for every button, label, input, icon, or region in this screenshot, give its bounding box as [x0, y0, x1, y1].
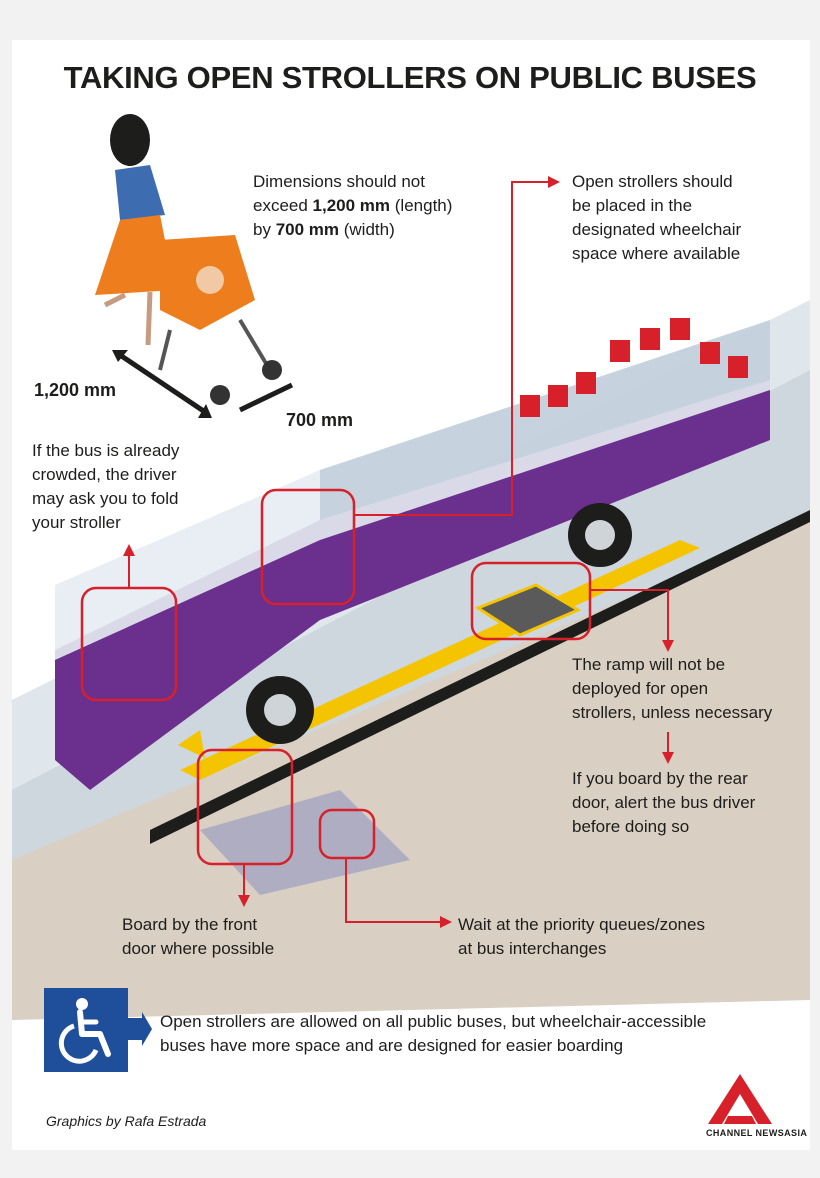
callout-wheelchair-space: Open strollers should be placed in the d…: [572, 170, 741, 266]
callout-line: before doing so: [572, 817, 690, 836]
callout-front-door: Board by the front door where possible: [122, 913, 274, 961]
callout-line: strollers, unless necessary: [572, 703, 773, 722]
length-label: 1,200 mm: [34, 380, 117, 400]
length-suffix: (length): [390, 196, 453, 215]
dimensions-text: Dimensions should not exceed 1,200 mm (l…: [253, 170, 452, 242]
callout-line: may ask you to fold: [32, 489, 179, 508]
callout-rear-door: If you board by the rear door, alert the…: [572, 767, 755, 839]
dimensions-by: by: [253, 220, 276, 239]
logo-text: CHANNEL NEWSASIA: [706, 1128, 808, 1138]
queue-connector: [345, 858, 440, 923]
ramp-frame: [470, 561, 592, 641]
footer-note: Open strollers are allowed on all public…: [160, 1010, 706, 1058]
dimensions-line-1: Dimensions should not: [253, 172, 425, 191]
callout-line: If you board by the rear: [572, 769, 748, 788]
bus-seats: [520, 318, 748, 417]
length-arrow-head-left: [112, 350, 128, 362]
kerb-edge: [150, 510, 810, 844]
priority-queue-zone: [200, 790, 410, 895]
wheelchair-icon: [44, 988, 128, 1072]
callout-line: Board by the front: [122, 915, 258, 934]
bus-interior-floor: [320, 320, 770, 520]
callout-connectors: [128, 181, 669, 923]
callout-line: If the bus is already: [32, 441, 180, 460]
bus-rear-hub: [585, 520, 615, 550]
width-value: 700 mm: [275, 220, 340, 239]
dimensions-line-2: exceed 1,200 mm (length): [253, 194, 452, 218]
callout-line: deployed for open: [572, 679, 709, 698]
callout-arrowheads: [123, 176, 674, 928]
wheelchair-space-frame: [260, 488, 356, 606]
length-dimension-arrow: [118, 352, 207, 415]
dimensions-line-3: by 700 mm (width): [253, 218, 452, 242]
callout-priority-queue: Wait at the priority queues/zones at bus…: [458, 913, 705, 961]
bus-front-hub: [264, 694, 296, 726]
callout-line: your stroller: [32, 513, 121, 532]
callout-ramp: The ramp will not be deployed for open s…: [572, 653, 772, 725]
callout-line: crowded, the driver: [32, 465, 177, 484]
callout-line: door, alert the bus driver: [572, 793, 756, 812]
mother-with-stroller-figure: [95, 114, 282, 405]
callout-line: The ramp will not be: [572, 655, 726, 674]
wheelchair-connector: [354, 181, 548, 516]
pavement: [12, 520, 810, 1020]
callout-line: door where possible: [122, 939, 275, 958]
callout-line: at bus interchanges: [458, 939, 607, 958]
width-dimension-arrow: [238, 382, 294, 413]
callout-line: be placed in the: [572, 196, 693, 215]
callout-crowded: If the bus is already crowded, the drive…: [32, 439, 179, 535]
length-value: 1,200 mm: [312, 196, 391, 215]
footer-note-line: buses have more space and are designed f…: [160, 1036, 624, 1055]
front-door-yellow-arrow: [178, 730, 205, 758]
callout-line: space where available: [572, 244, 741, 263]
channel-newsasia-logo: [708, 1074, 772, 1124]
wheelchair-symbol: [58, 998, 111, 1064]
page-title: TAKING OPEN STROLLERS ON PUBLIC BUSES: [63, 60, 757, 95]
dimensions-exceed: exceed: [253, 196, 313, 215]
bus-purple-livery: [55, 380, 770, 790]
footer-note-line: Open strollers are allowed on all public…: [160, 1012, 707, 1031]
arrow-right-icon: [128, 1012, 152, 1046]
callout-line: Wait at the priority queues/zones: [458, 915, 705, 934]
ramp-connector: [590, 589, 669, 640]
callout-line: designated wheelchair: [572, 220, 742, 239]
length-arrow-head-right: [198, 404, 212, 418]
ramp-plate: [474, 583, 582, 637]
width-suffix: (width): [339, 220, 395, 239]
graphics-credit: Graphics by Rafa Estrada: [46, 1113, 207, 1129]
width-label: 700 mm: [286, 410, 354, 430]
callout-line: Open strollers should: [572, 172, 733, 191]
